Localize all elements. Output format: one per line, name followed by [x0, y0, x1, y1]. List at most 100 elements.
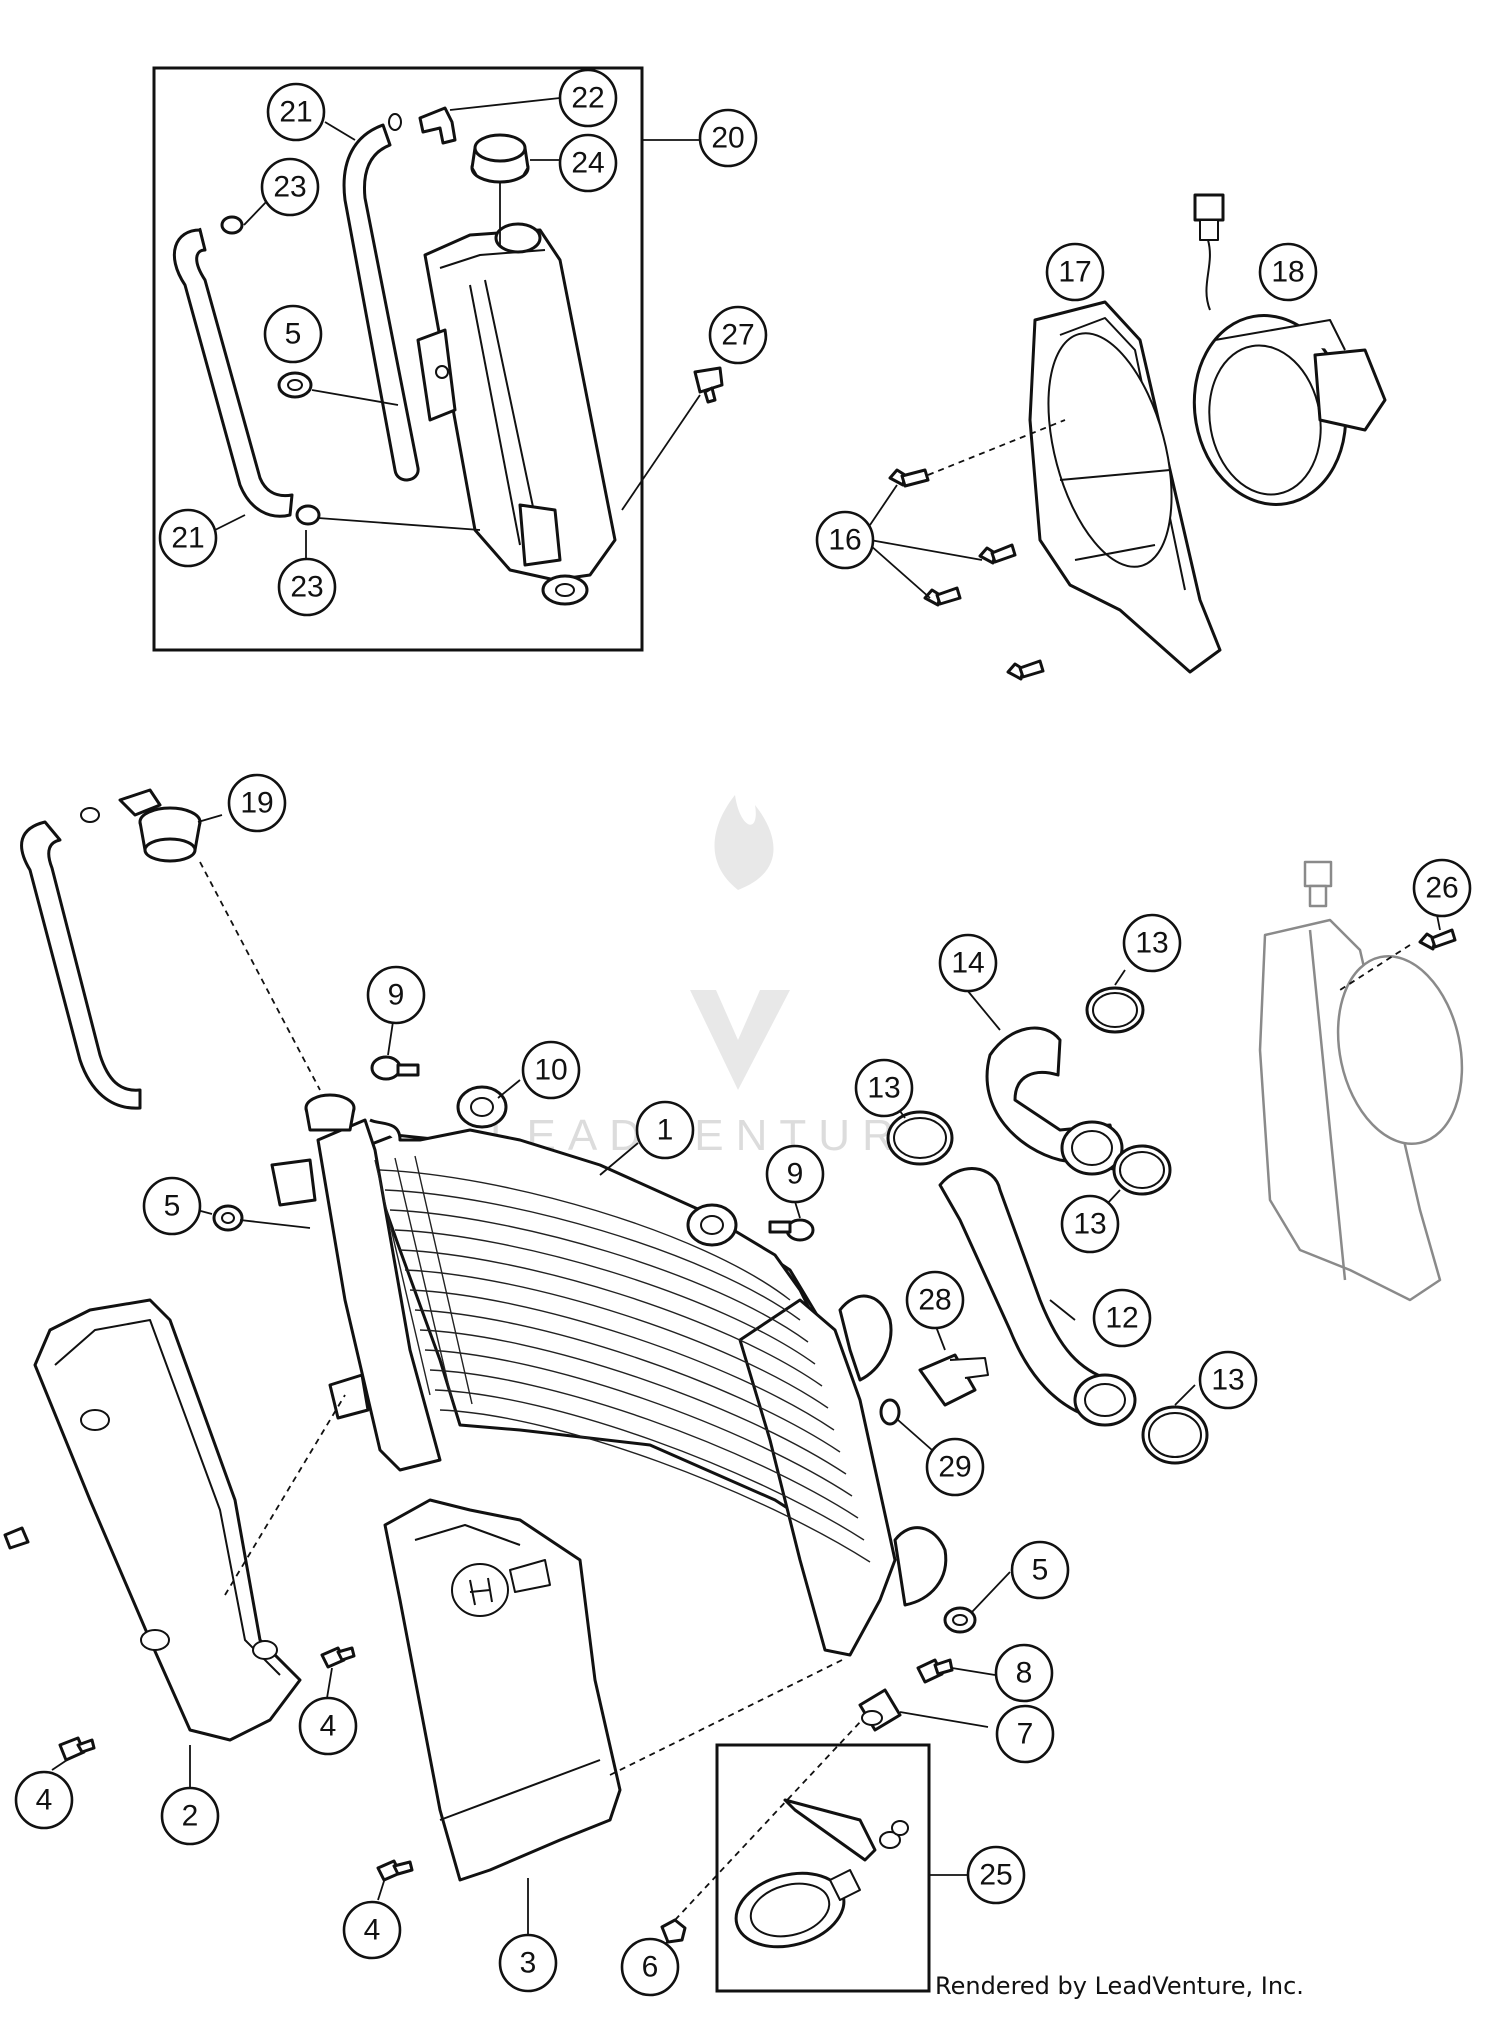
- rendered-by-credit: Rendered by LeadVenture, Inc.: [935, 1972, 1304, 2000]
- screw-16-c[interactable]: [923, 586, 962, 607]
- leader-5c: [971, 1571, 1011, 1613]
- callout-4-bottom: 4: [342, 1900, 402, 1960]
- callout-24: 24: [558, 133, 618, 193]
- leader-13d: [1174, 1384, 1196, 1406]
- leader-1: [599, 1142, 639, 1176]
- clamp-13-b[interactable]: [886, 1110, 954, 1166]
- screw-4-b[interactable]: [320, 1646, 356, 1669]
- nut-6[interactable]: [660, 1918, 687, 1944]
- callout-7: 7: [995, 1704, 1055, 1764]
- leader-3-dash: [609, 1659, 843, 1776]
- callout-10: 10: [521, 1040, 581, 1100]
- svg-text:13: 13: [1135, 927, 1168, 960]
- callout-13-left: 13: [854, 1058, 914, 1118]
- callout-6: 6: [620, 1937, 680, 1997]
- clamp-13-a[interactable]: [1085, 986, 1145, 1034]
- leader-4c: [377, 1877, 386, 1901]
- svg-text:9: 9: [388, 979, 405, 1012]
- screw-8[interactable]: [916, 1658, 954, 1684]
- grommet-5-box[interactable]: [277, 371, 313, 399]
- screw-4-a[interactable]: [58, 1736, 96, 1762]
- svg-text:1: 1: [657, 1114, 674, 1147]
- svg-text:13: 13: [1073, 1208, 1106, 1241]
- ghost-fan-assembly[interactable]: [1258, 860, 1478, 1302]
- leader-2-dash: [224, 1394, 346, 1596]
- fan-shroud-17[interactable]: [1026, 300, 1222, 674]
- fan-connector-18[interactable]: [1193, 193, 1225, 311]
- svg-text:8: 8: [1016, 1657, 1033, 1690]
- clamp-23-upper[interactable]: [220, 215, 244, 235]
- leader-7: [899, 1711, 989, 1728]
- callout-5-box: 5: [263, 304, 323, 364]
- leader-27: [621, 394, 701, 511]
- elbow-fitting-22[interactable]: [388, 106, 457, 145]
- svg-text:26: 26: [1425, 872, 1458, 905]
- callout-22: 22: [558, 68, 618, 128]
- temp-sensor-28[interactable]: [918, 1353, 989, 1407]
- svg-text:23: 23: [273, 171, 306, 204]
- svg-text:14: 14: [951, 947, 984, 980]
- callout-25: 25: [966, 1845, 1026, 1905]
- svg-text:4: 4: [364, 1914, 381, 1947]
- screw-26[interactable]: [1418, 928, 1457, 951]
- leader-16-dash: [927, 419, 1066, 476]
- radiator-cover-3[interactable]: [383, 1498, 622, 1882]
- bolt-9-a[interactable]: [370, 1055, 420, 1081]
- svg-text:5: 5: [164, 1190, 181, 1223]
- leader-23b-1: [317, 517, 481, 531]
- callout-1: 1: [635, 1100, 695, 1160]
- callout-29: 29: [925, 1437, 985, 1497]
- o-ring-29[interactable]: [879, 1398, 901, 1426]
- clamp-13-d[interactable]: [1141, 1405, 1209, 1465]
- callout-21-top: 21: [266, 82, 326, 142]
- screw-16-a[interactable]: [888, 468, 930, 488]
- leader-4b: [326, 1667, 333, 1699]
- radiator-1[interactable]: [270, 1085, 948, 1657]
- horn-assembly-25[interactable]: [728, 1798, 909, 1958]
- bolt-9-b[interactable]: [768, 1218, 815, 1242]
- screw-27[interactable]: [693, 366, 724, 404]
- side-cover-2[interactable]: [33, 1298, 302, 1742]
- assembly-20-box: [152, 66, 644, 652]
- grommet-5-right[interactable]: [943, 1606, 977, 1634]
- callout-21-bottom: 21: [158, 508, 218, 568]
- spacer-7[interactable]: [858, 1688, 902, 1732]
- cooling-fan-18[interactable]: [1180, 303, 1387, 516]
- svg-text:7: 7: [1017, 1718, 1034, 1751]
- hose-21-lower[interactable]: [172, 227, 294, 518]
- expansion-tank[interactable]: [416, 222, 617, 606]
- svg-text:28: 28: [918, 1284, 951, 1317]
- callout-8: 8: [994, 1643, 1054, 1703]
- svg-text:3: 3: [520, 1947, 537, 1980]
- hose-21-upper[interactable]: [342, 123, 420, 482]
- hose-14[interactable]: [985, 1026, 1124, 1176]
- callout-13-top: 13: [1122, 913, 1182, 973]
- svg-text:13: 13: [1211, 1364, 1244, 1397]
- leader-29: [897, 1419, 933, 1451]
- clamp-23-lower[interactable]: [295, 504, 321, 526]
- screw-16-b[interactable]: [978, 543, 1017, 565]
- callout-16: 16: [815, 510, 875, 570]
- hose-12[interactable]: [938, 1167, 1137, 1427]
- radiator-cap-19[interactable]: [118, 788, 202, 863]
- tank-cap-24[interactable]: [470, 133, 530, 184]
- callout-4-mid: 4: [298, 1696, 358, 1756]
- svg-text:16: 16: [828, 524, 861, 557]
- screw-4-d[interactable]: [3, 1526, 30, 1550]
- svg-text:13: 13: [867, 1072, 900, 1105]
- callout-13-bottom: 13: [1198, 1350, 1258, 1410]
- svg-text:19: 19: [240, 787, 273, 820]
- svg-text:12: 12: [1105, 1302, 1138, 1335]
- clamp-13-c[interactable]: [1112, 1144, 1172, 1196]
- svg-text:18: 18: [1271, 256, 1304, 289]
- screw-4-c[interactable]: [376, 1859, 414, 1882]
- leader-16-a: [869, 484, 898, 526]
- screw-16-d[interactable]: [1006, 659, 1045, 681]
- svg-text:29: 29: [938, 1451, 971, 1484]
- callout-3: 3: [498, 1933, 558, 1993]
- callout-23-bottom: 23: [277, 557, 337, 617]
- callout-5-left: 5: [142, 1176, 202, 1236]
- grommet-5-left[interactable]: [212, 1204, 244, 1232]
- overflow-hose-19[interactable]: [20, 807, 142, 1110]
